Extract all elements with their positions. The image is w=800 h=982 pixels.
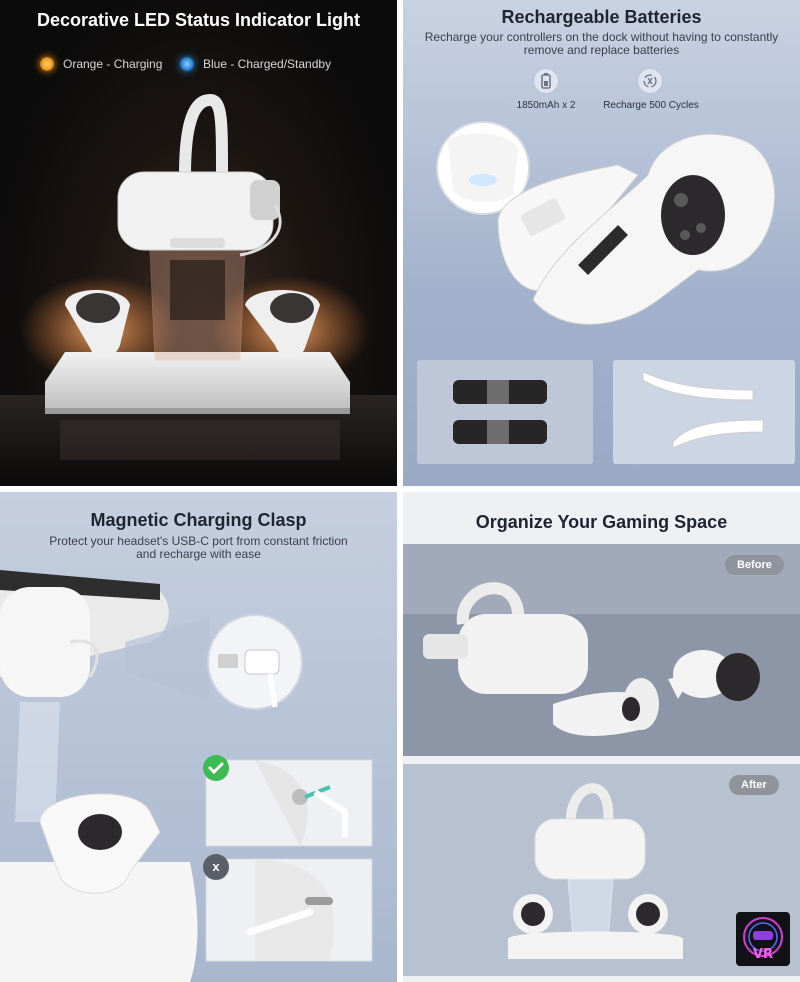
vr-logo: VR bbox=[736, 912, 790, 966]
legend-blue: Blue - Charged/Standby bbox=[180, 57, 331, 71]
orange-led-icon bbox=[40, 57, 54, 71]
check-icon bbox=[203, 755, 229, 781]
organize-panel: Organize Your Gaming Space Before After bbox=[403, 492, 800, 982]
battery-illustration bbox=[436, 121, 776, 325]
battery-subtitle-line1: Recharge your controllers on the dock wi… bbox=[424, 30, 779, 44]
organize-panel-title: Organize Your Gaming Space bbox=[475, 512, 728, 532]
before-scene bbox=[403, 544, 800, 756]
led-panel-title: Decorative LED Status Indicator Light bbox=[36, 10, 361, 30]
recharge-cycles-label: Recharge 500 Cycles bbox=[603, 100, 699, 111]
blue-led-icon bbox=[180, 57, 194, 71]
battery-cells-panel bbox=[417, 360, 593, 464]
battery-subtitle-line2: remove and replace batteries bbox=[523, 43, 680, 57]
vr-logo-icon bbox=[743, 917, 783, 957]
battery-panel: Rechargeable Batteries Recharge your con… bbox=[403, 0, 800, 486]
clasp-illustration bbox=[0, 570, 373, 982]
after-scene bbox=[403, 764, 800, 976]
battery-covers-panel bbox=[613, 360, 795, 464]
legend-orange: Orange - Charging bbox=[40, 57, 162, 71]
clasp-panel-title: Magnetic Charging Clasp bbox=[90, 510, 307, 530]
vr-logo-text: VR bbox=[752, 947, 774, 962]
recycle-plug-icon bbox=[637, 68, 663, 94]
battery-panel-title: Rechargeable Batteries bbox=[501, 7, 702, 27]
after-badge: After bbox=[729, 775, 779, 795]
before-badge: Before bbox=[725, 555, 784, 575]
legend-orange-label: Orange - Charging bbox=[63, 57, 163, 71]
battery-capacity-label: 1850mAh x 2 bbox=[516, 100, 576, 111]
clasp-subtitle-line2: and recharge with ease bbox=[136, 547, 261, 561]
legend-blue-label: Blue - Charged/Standby bbox=[203, 57, 332, 71]
led-panel: Decorative LED Status Indicator Light Or… bbox=[0, 0, 397, 486]
x-icon: x bbox=[203, 854, 229, 880]
clasp-subtitle-line1: Protect your headset's USB-C port from c… bbox=[49, 534, 348, 548]
clasp-panel: Magnetic Charging Clasp Protect your hea… bbox=[0, 492, 397, 982]
battery-cells-illustration bbox=[453, 380, 547, 444]
battery-covers-illustration bbox=[642, 371, 764, 449]
led-dock-illustration bbox=[0, 93, 397, 486]
battery-icon bbox=[533, 68, 559, 94]
